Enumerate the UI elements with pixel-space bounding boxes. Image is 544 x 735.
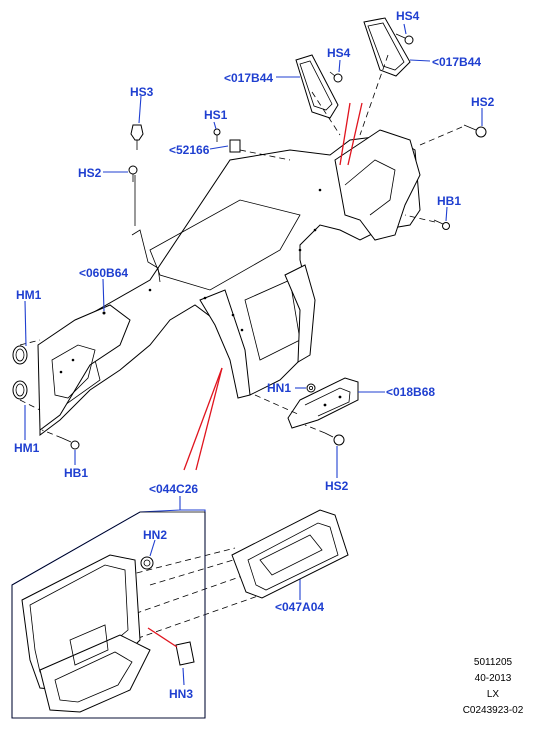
label-hs1: HS1 [204, 108, 228, 122]
bracket-018b68 [287, 377, 359, 429]
panel-047a04 [231, 509, 349, 599]
bracket-017b44-left [295, 54, 339, 119]
label-hn2: HN2 [143, 528, 168, 542]
label-hs4-top: HS4 [396, 9, 420, 23]
label-hb1-left: HB1 [64, 466, 89, 480]
label-hs2-right: HS2 [471, 95, 495, 109]
reference-line-1: 5011205 [473, 657, 513, 668]
label-hs3: HS3 [130, 85, 154, 99]
label-044c26: <044C26 [149, 482, 199, 496]
crosscar-beam [37, 129, 421, 436]
reference-block: 5011205 40-2013 LX C0243923-02 [448, 655, 538, 719]
label-018b68: <018B68 [386, 385, 436, 399]
label-hn3: HN3 [169, 687, 194, 701]
beam-mounting-holes [59, 188, 322, 374]
label-hs2-left: HS2 [78, 166, 102, 180]
label-hm1-top: HM1 [16, 288, 42, 302]
label-hs2-bottom: HS2 [325, 479, 349, 493]
fasteners [12, 33, 487, 666]
label-hs4-mid: HS4 [327, 46, 351, 60]
reference-line-4: C0243923-02 [462, 705, 524, 716]
label-017b44-right: <017B44 [432, 55, 482, 69]
bracket-017b44-right [363, 17, 411, 77]
label-060b64: <060B64 [79, 266, 129, 280]
label-hb1-right: HB1 [437, 194, 462, 208]
label-hm1-bottom: HM1 [14, 441, 40, 455]
glovebox-assembly-044c26 [11, 511, 206, 719]
reference-line-2: 40-2013 [474, 673, 512, 684]
label-hn1: HN1 [267, 381, 292, 395]
reference-line-3: LX [486, 689, 500, 700]
callout-lines [147, 102, 363, 648]
label-52166: <52166 [169, 143, 210, 157]
label-047a04: <047A04 [275, 600, 325, 614]
label-017b44-left: <017B44 [224, 71, 274, 85]
